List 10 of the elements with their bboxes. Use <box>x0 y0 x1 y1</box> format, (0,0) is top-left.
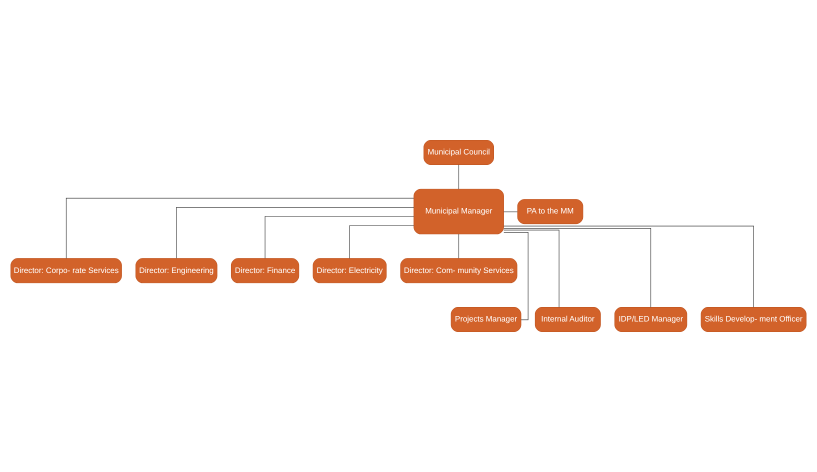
connector <box>458 234 460 259</box>
connector <box>503 226 754 308</box>
connector <box>264 216 414 259</box>
connector <box>349 225 414 259</box>
connector <box>504 228 652 308</box>
connector <box>504 230 560 308</box>
connector <box>176 207 414 259</box>
connector <box>458 164 460 190</box>
connector <box>504 232 528 320</box>
connector <box>66 198 414 259</box>
